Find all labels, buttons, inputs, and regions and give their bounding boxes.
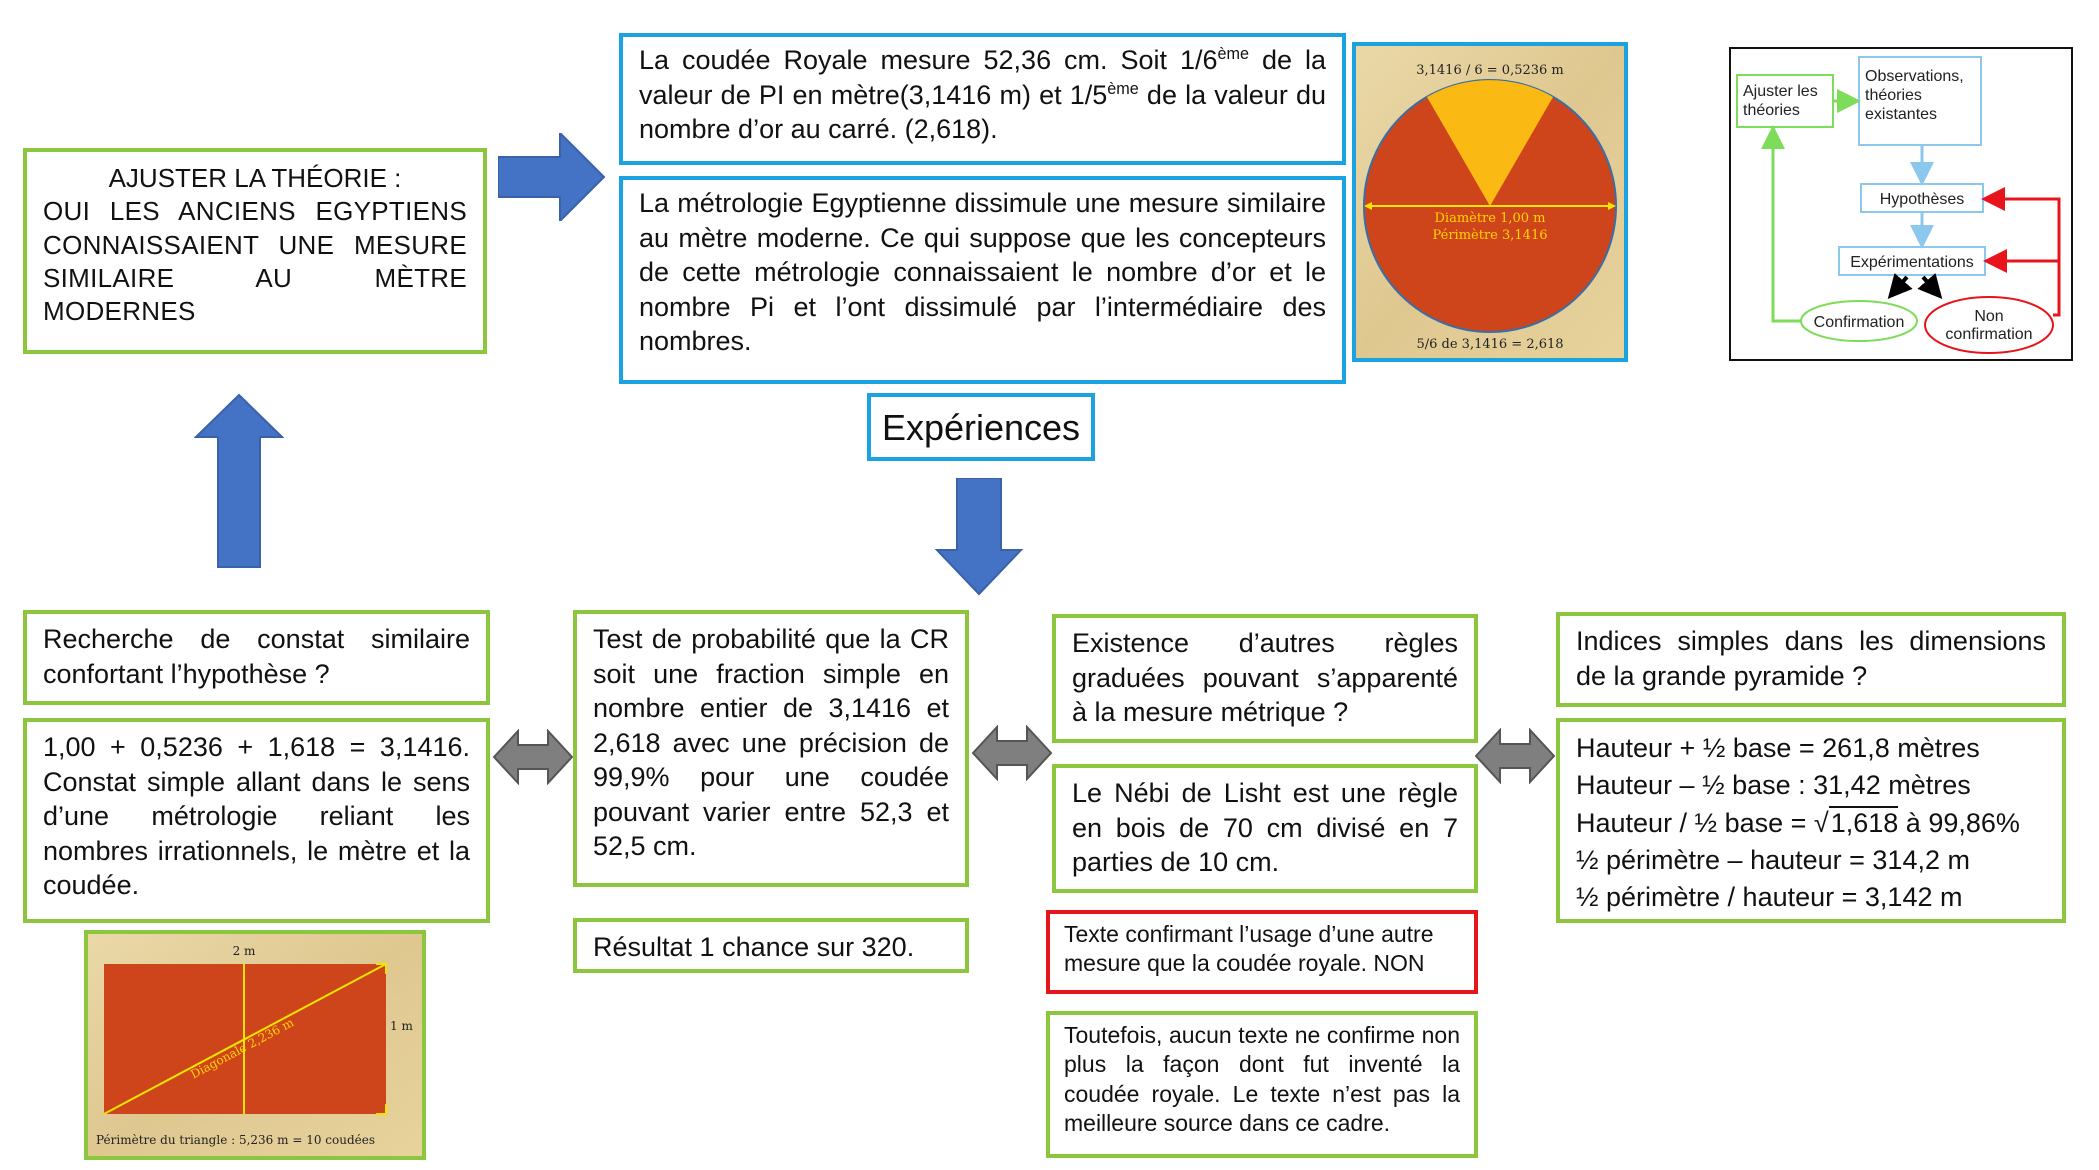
result-box: Résultat 1 chance sur 320. [573, 918, 969, 973]
however-text: Toutefois, aucun texte ne confirme non p… [1064, 1022, 1460, 1137]
non-confirmation-line1: Non [1974, 308, 2003, 325]
experiments-label: Expérimentations [1850, 254, 1974, 271]
observations-line1: Observations, [1865, 68, 1964, 85]
coudee-royale-box: La coudée Royale mesure 52,36 cm. Soit 1… [619, 33, 1346, 165]
non-confirmation-node [1924, 296, 2054, 354]
width-label: 2 m [233, 944, 256, 958]
experiences-label-box: Expériences [867, 393, 1095, 461]
circle-bottom-label: 5/6 de 3,1416 = 2,618 [1416, 337, 1563, 352]
up-arrow-icon [194, 393, 284, 568]
pyramid-question-box: Indices simples dans les dimensions de l… [1556, 612, 2066, 707]
hypotheses-label: Hypothèses [1880, 191, 1965, 208]
rectangle-figure: 2 m 1 m Diagonale 2,236 m Périmètre du t… [84, 930, 426, 1160]
coudee-sup-1: ème [1217, 45, 1250, 63]
double-arrow-1-icon [492, 729, 574, 785]
probability-box: Test de probabilité que la CR soit une f… [573, 610, 969, 887]
non-confirmation-line2: confirmation [1945, 326, 2032, 343]
adjust-node [1736, 74, 1834, 128]
corner-mark-bottom-icon [376, 1104, 387, 1115]
down-arrow-icon [935, 478, 1023, 596]
circle-sector [1427, 80, 1553, 206]
search-text: Recherche de constat similaire confortan… [43, 624, 470, 689]
result-text: Résultat 1 chance sur 320. [593, 932, 915, 962]
pyramid-box: Hauteur + ½ base = 261,8 mètres Hauteur … [1556, 718, 2066, 923]
coudee-text-3: de la valeur du nombre d’or au carré. (2… [639, 79, 1326, 145]
search-box: Recherche de constat similaire confortan… [23, 610, 490, 705]
corner-mark-top-icon [376, 963, 387, 974]
circle-top-label: 3,1416 / 6 = 0,5236 m [1416, 63, 1564, 78]
however-box: Toutefois, aucun texte ne confirme non p… [1046, 1011, 1478, 1158]
circle-figure: 3,1416 / 6 = 0,5236 m Diamètre 1,00 m Pé… [1352, 42, 1628, 362]
constat-text: 1,00 + 0,5236 + 1,618 = 3,1416. Constat … [43, 732, 470, 901]
rules-box: Existence d’autres règles graduées pouva… [1052, 614, 1478, 743]
triangle-perimeter-label: Périmètre du triangle : 5,236 m = 10 cou… [96, 1133, 375, 1147]
pyramid-question-text: Indices simples dans les dimensions de l… [1576, 626, 2046, 691]
rules-text: Existence d’autres règles graduées pouva… [1072, 628, 1458, 728]
adjust-node-line1: Ajuster les [1743, 83, 1818, 100]
coudee-text-2: de la valeur de PI en mètre(3,1416 m) et… [639, 45, 1326, 110]
perimeter-label: Périmètre 3,1416 [1432, 228, 1547, 243]
height-label: 1 m [390, 1019, 413, 1033]
adjust-theory-box: AJUSTER LA THÉORIE : OUI LES ANCIENS EGY… [23, 148, 487, 354]
scientific-method-diagram: Ajuster les théories Observations, théor… [1729, 47, 2073, 361]
confirmation-label: Confirmation [1814, 314, 1905, 331]
experiences-label: Expériences [881, 407, 1081, 448]
adjust-theory-text: OUI LES ANCIENS EGYPTIENS CONNAISSAIENT … [43, 196, 467, 327]
metrology-box: La métrologie Egyptienne dissimule une m… [619, 176, 1346, 384]
adjust-theory-title: AJUSTER LA THÉORIE : [108, 163, 402, 193]
observations-line3: existantes [1865, 106, 1937, 123]
pyramid-line-3a: Hauteur / ½ base = √ [1576, 807, 1829, 838]
constat-box: 1,00 + 0,5236 + 1,618 = 3,1416. Constat … [23, 718, 490, 923]
metrology-text: La métrologie Egyptienne dissimule une m… [639, 188, 1326, 357]
diameter-arrow-right-icon [1608, 202, 1616, 210]
nebi-text: Le Nébi de Lisht est une règle en bois d… [1072, 778, 1458, 878]
pyramid-line-4: ½ périmètre – hauteur = 314,2 m [1576, 844, 1970, 875]
coudee-text-1: La coudée Royale mesure 52,36 cm. Soit 1… [639, 45, 1218, 75]
text-confirm-text: Texte confirmant l’usage d’une autre mes… [1064, 921, 1434, 977]
pyramid-line-1: Hauteur + ½ base = 261,8 mètres [1576, 733, 1980, 763]
right-arrow-icon [498, 133, 606, 221]
split-arrow-left-icon [1887, 273, 1913, 300]
diameter-arrow-left-icon [1364, 202, 1372, 210]
double-arrow-3-icon [1474, 728, 1556, 784]
pyramid-line-2: Hauteur – ½ base : 31,42 mètres [1576, 770, 1971, 801]
pyramid-line-5: ½ périmètre / hauteur = 3,142 m [1576, 882, 1963, 912]
pyramid-line-3c: à 99,86% [1898, 807, 2020, 838]
adjust-node-line2: théories [1743, 102, 1800, 119]
split-arrow-right-icon [1917, 273, 1943, 300]
diagonal-line [103, 963, 387, 1115]
observations-line2: théories [1865, 87, 1922, 104]
pyramid-sqrt-value: 1,618 [1828, 805, 1899, 838]
coudee-sup-2: ème [1107, 79, 1139, 98]
text-confirm-box: Texte confirmant l’usage d’une autre mes… [1046, 910, 1478, 994]
confirmation-to-adjust-arrow [1761, 125, 1801, 323]
non-confirmation-to-hypotheses-arrow [1981, 187, 2061, 317]
pyramid-line-3: Hauteur / ½ base = √1,618 à 99,86% [1576, 805, 2046, 842]
nebi-box: Le Nébi de Lisht est une règle en bois d… [1052, 764, 1478, 893]
double-arrow-2-icon [971, 725, 1053, 781]
observations-node [1858, 56, 1982, 146]
probability-text: Test de probabilité que la CR soit une f… [593, 624, 949, 862]
diameter-label: Diamètre 1,00 m [1434, 211, 1545, 226]
